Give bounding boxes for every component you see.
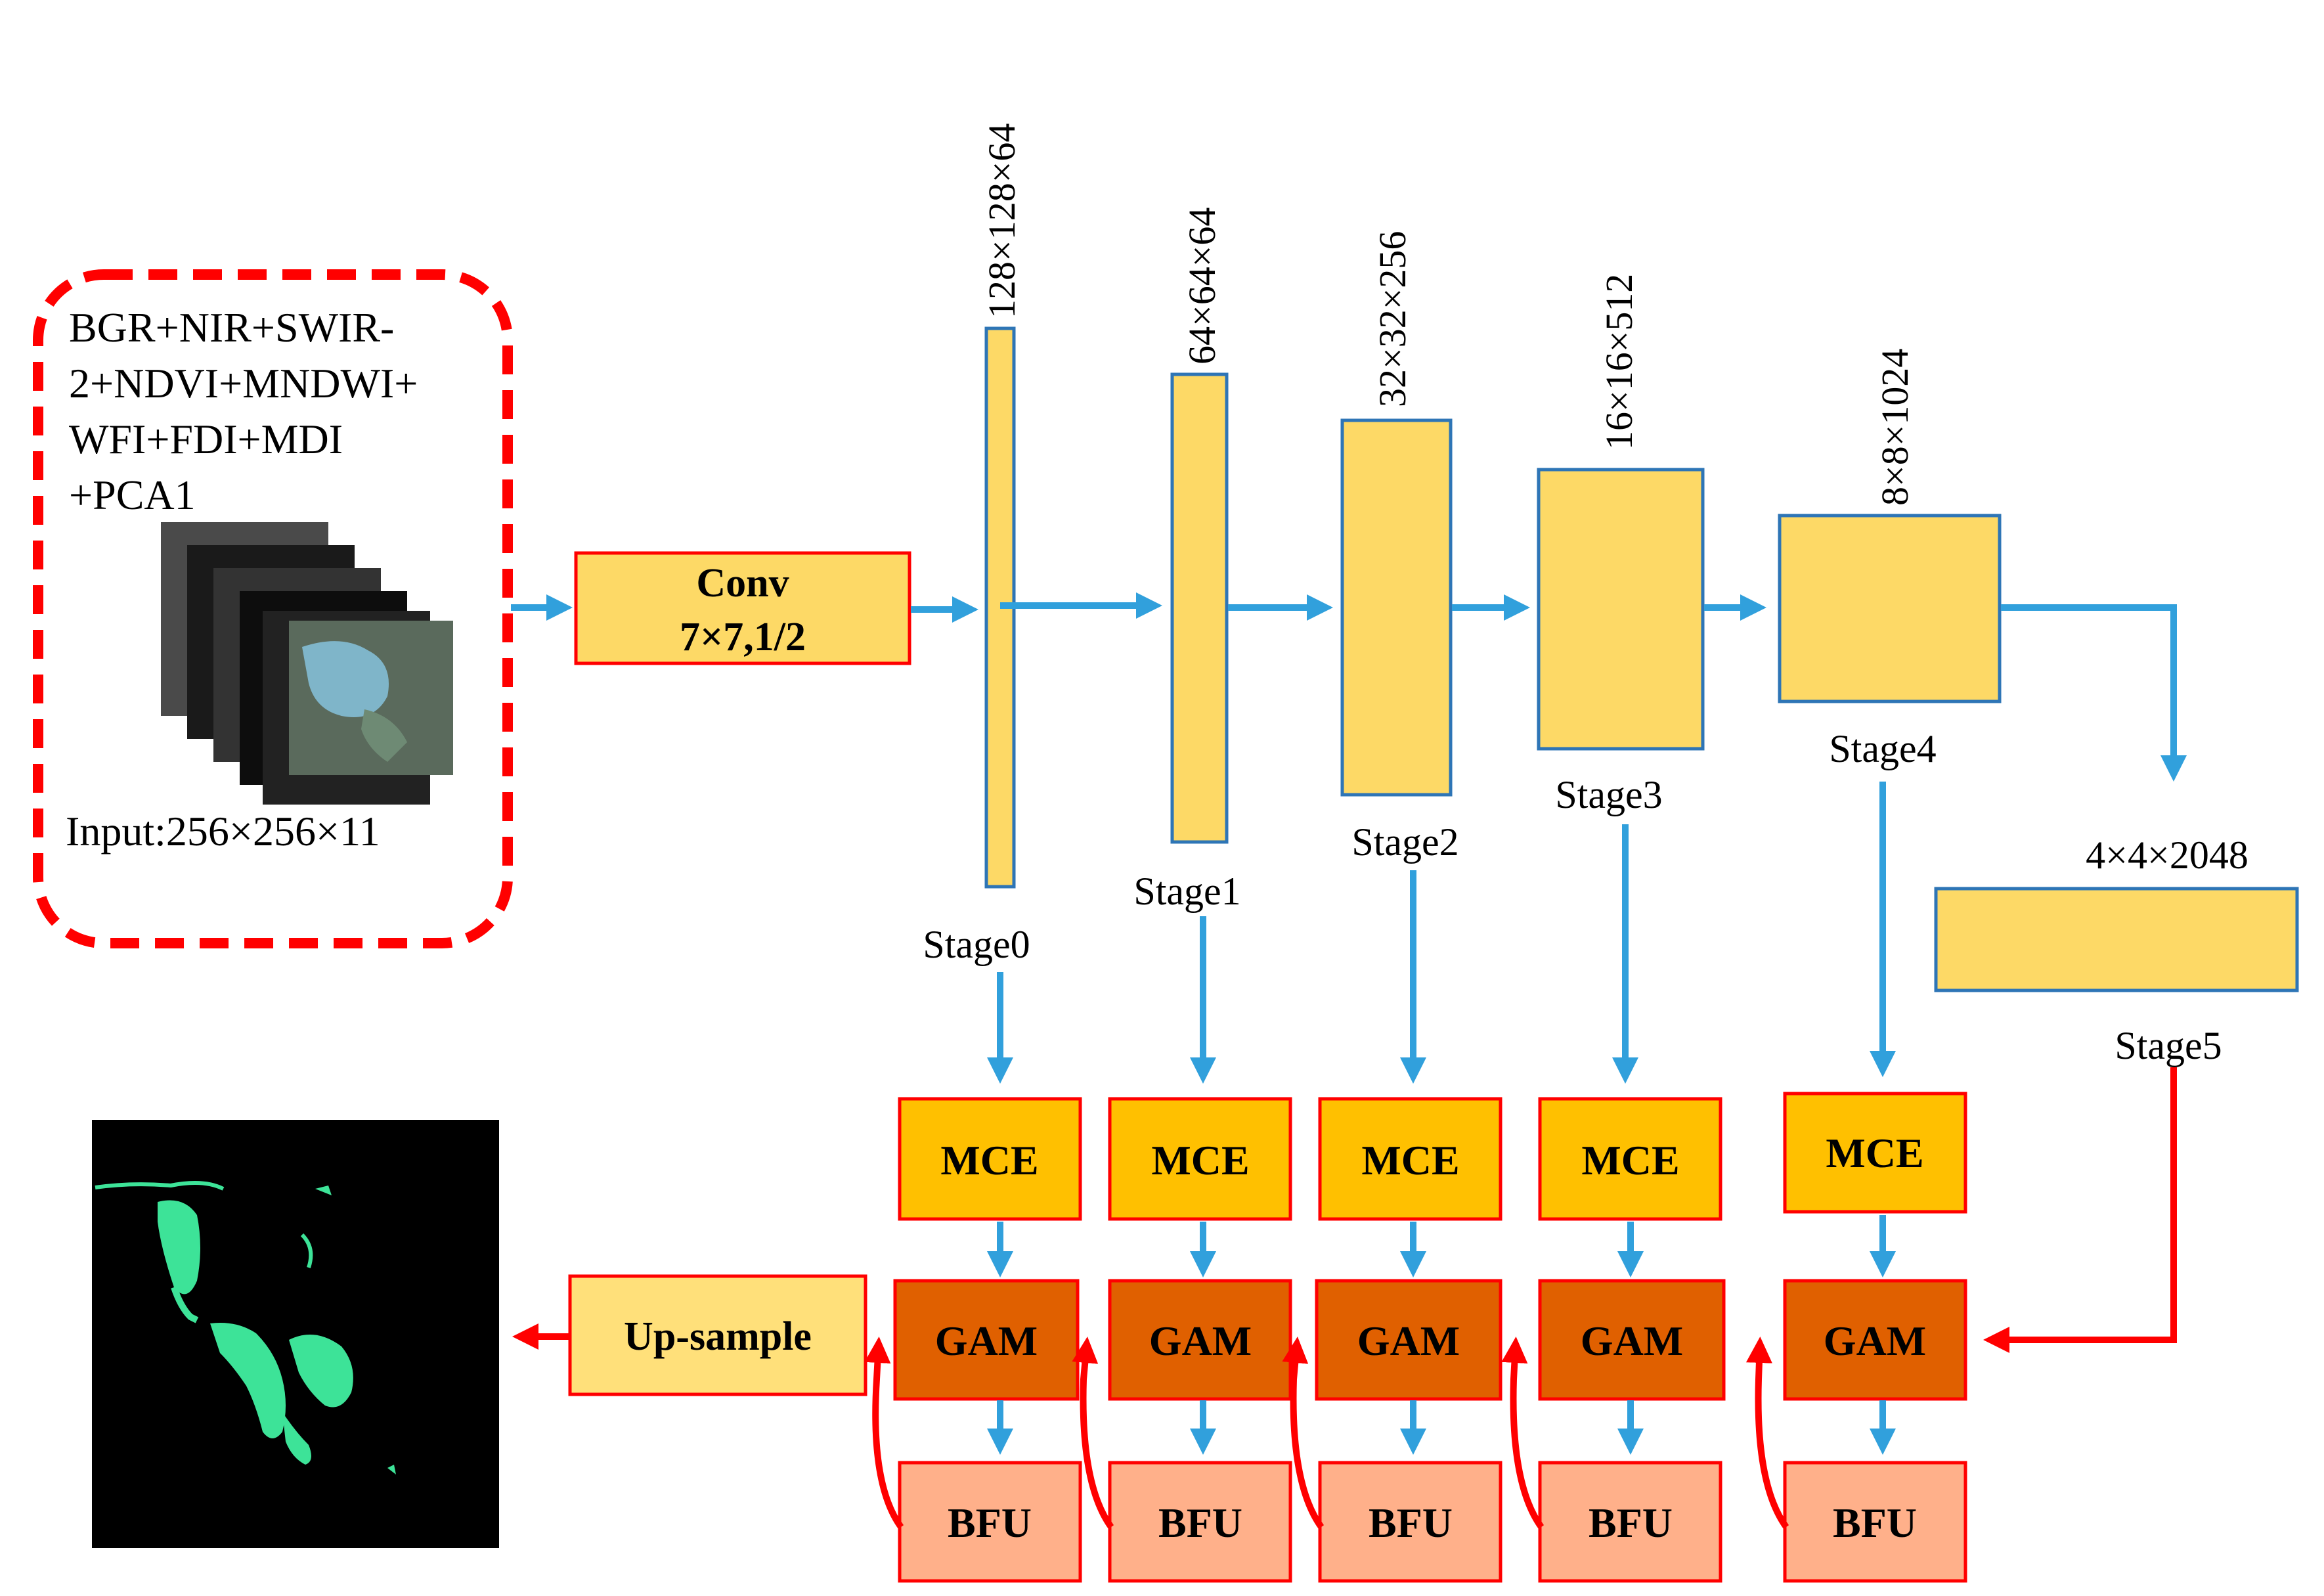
- arrow-bfu1-to-gam0: [1072, 1337, 1114, 1529]
- stage1-block: [1170, 372, 1229, 844]
- stage5-dims: 4×4×2048: [2086, 833, 2248, 877]
- gam-block-4: [1783, 1279, 1967, 1401]
- multispectral-band-stack-image: [161, 522, 453, 805]
- stage3-block: [1537, 468, 1705, 751]
- water-segmentation-mask-image: [92, 1120, 499, 1548]
- bfu-label-3: BFU: [1589, 1499, 1673, 1546]
- gam-label-2: GAM: [1357, 1318, 1460, 1364]
- module-column-3: MCE GAM BFU: [1538, 1097, 1726, 1583]
- stage2-block: [1340, 418, 1453, 797]
- stage0-dims: 128×128×64: [980, 123, 1023, 319]
- input-bands-line-1: BGR+NIR+SWIR-: [69, 304, 394, 351]
- module-column-0: MCE GAM BFU: [893, 1097, 1082, 1583]
- arrow-bfu0-to-upsample: [864, 1337, 904, 1529]
- stage0-name: Stage0: [923, 923, 1030, 966]
- upsample-label: Up-sample: [624, 1314, 812, 1359]
- mce-block-3: [1538, 1097, 1722, 1221]
- mce-block-4: [1783, 1092, 1967, 1214]
- module-column-2: MCE GAM BFU: [1315, 1097, 1502, 1583]
- mce-label-4: MCE: [1826, 1130, 1923, 1176]
- mce-block-1: [1108, 1097, 1292, 1221]
- stage2-dims: 32×32×256: [1371, 231, 1414, 407]
- mce-label-3: MCE: [1581, 1137, 1679, 1184]
- arrow-bfu2-to-gam1: [1282, 1337, 1325, 1529]
- input-size-label: Input:256×256×11: [66, 808, 380, 854]
- stage1-dims: 64×64×64: [1181, 208, 1223, 365]
- gam-block-1: [1108, 1279, 1292, 1401]
- input-panel: BGR+NIR+SWIR- 2+NDVI+MNDWI+ WFI+FDI+MDI …: [33, 269, 513, 948]
- bfu-label-4: BFU: [1833, 1499, 1917, 1546]
- bfu-block-2: [1318, 1461, 1502, 1583]
- input-bands-line-3: WFI+FDI+MDI: [69, 416, 343, 462]
- stage5-block: [1934, 887, 2299, 992]
- stage5-name: Stage5: [2115, 1024, 2222, 1067]
- stage1-name: Stage1: [1133, 870, 1240, 913]
- bfu-block-1: [1108, 1461, 1292, 1583]
- input-bands-line-2: 2+NDVI+MNDWI+: [69, 360, 418, 407]
- gam-block-2: [1315, 1279, 1502, 1401]
- mce-block-2: [1318, 1097, 1502, 1221]
- conv-kernel-label: 7×7,1/2: [680, 615, 806, 659]
- stage3-name: Stage3: [1555, 773, 1662, 816]
- gam-label-4: GAM: [1824, 1318, 1926, 1364]
- bfu-label-0: BFU: [948, 1499, 1032, 1546]
- conv-block: Conv 7×7,1/2: [574, 551, 911, 665]
- arrow-stage4-to-stage5: [2001, 604, 2187, 782]
- mce-label-2: MCE: [1361, 1137, 1459, 1184]
- bfu-label-1: BFU: [1158, 1499, 1242, 1546]
- stage4-block: [1778, 514, 2002, 703]
- gam-label-0: GAM: [935, 1318, 1038, 1364]
- module-column-4: MCE GAM BFU: [1783, 1092, 1967, 1583]
- upsample-block: [568, 1274, 867, 1396]
- stage2-name: Stage2: [1351, 820, 1458, 864]
- arrow-bfu3-to-gam2: [1501, 1337, 1545, 1529]
- mce-label-0: MCE: [940, 1137, 1038, 1184]
- arrow-stage5-to-gam4: [1983, 1067, 2177, 1353]
- arrow-bfu4-to-gam3: [1745, 1337, 1789, 1529]
- gam-block-3: [1538, 1279, 1726, 1401]
- stage4-dims: 8×8×1024: [1874, 349, 1916, 506]
- gam-label-3: GAM: [1581, 1318, 1683, 1364]
- input-dashed-border: [33, 269, 513, 948]
- conv-label: Conv: [696, 561, 789, 606]
- mce-label-1: MCE: [1151, 1137, 1249, 1184]
- module-column-1: MCE GAM BFU: [1108, 1097, 1292, 1583]
- input-bands-line-4: +PCA1: [69, 472, 196, 518]
- stage3-dims: 16×16×512: [1598, 274, 1640, 450]
- gam-block-0: [893, 1279, 1080, 1401]
- gam-label-1: GAM: [1149, 1318, 1252, 1364]
- stage4-name: Stage4: [1829, 727, 1936, 770]
- bfu-block-3: [1538, 1461, 1722, 1583]
- bfu-label-2: BFU: [1369, 1499, 1453, 1546]
- mce-block-0: [898, 1097, 1082, 1221]
